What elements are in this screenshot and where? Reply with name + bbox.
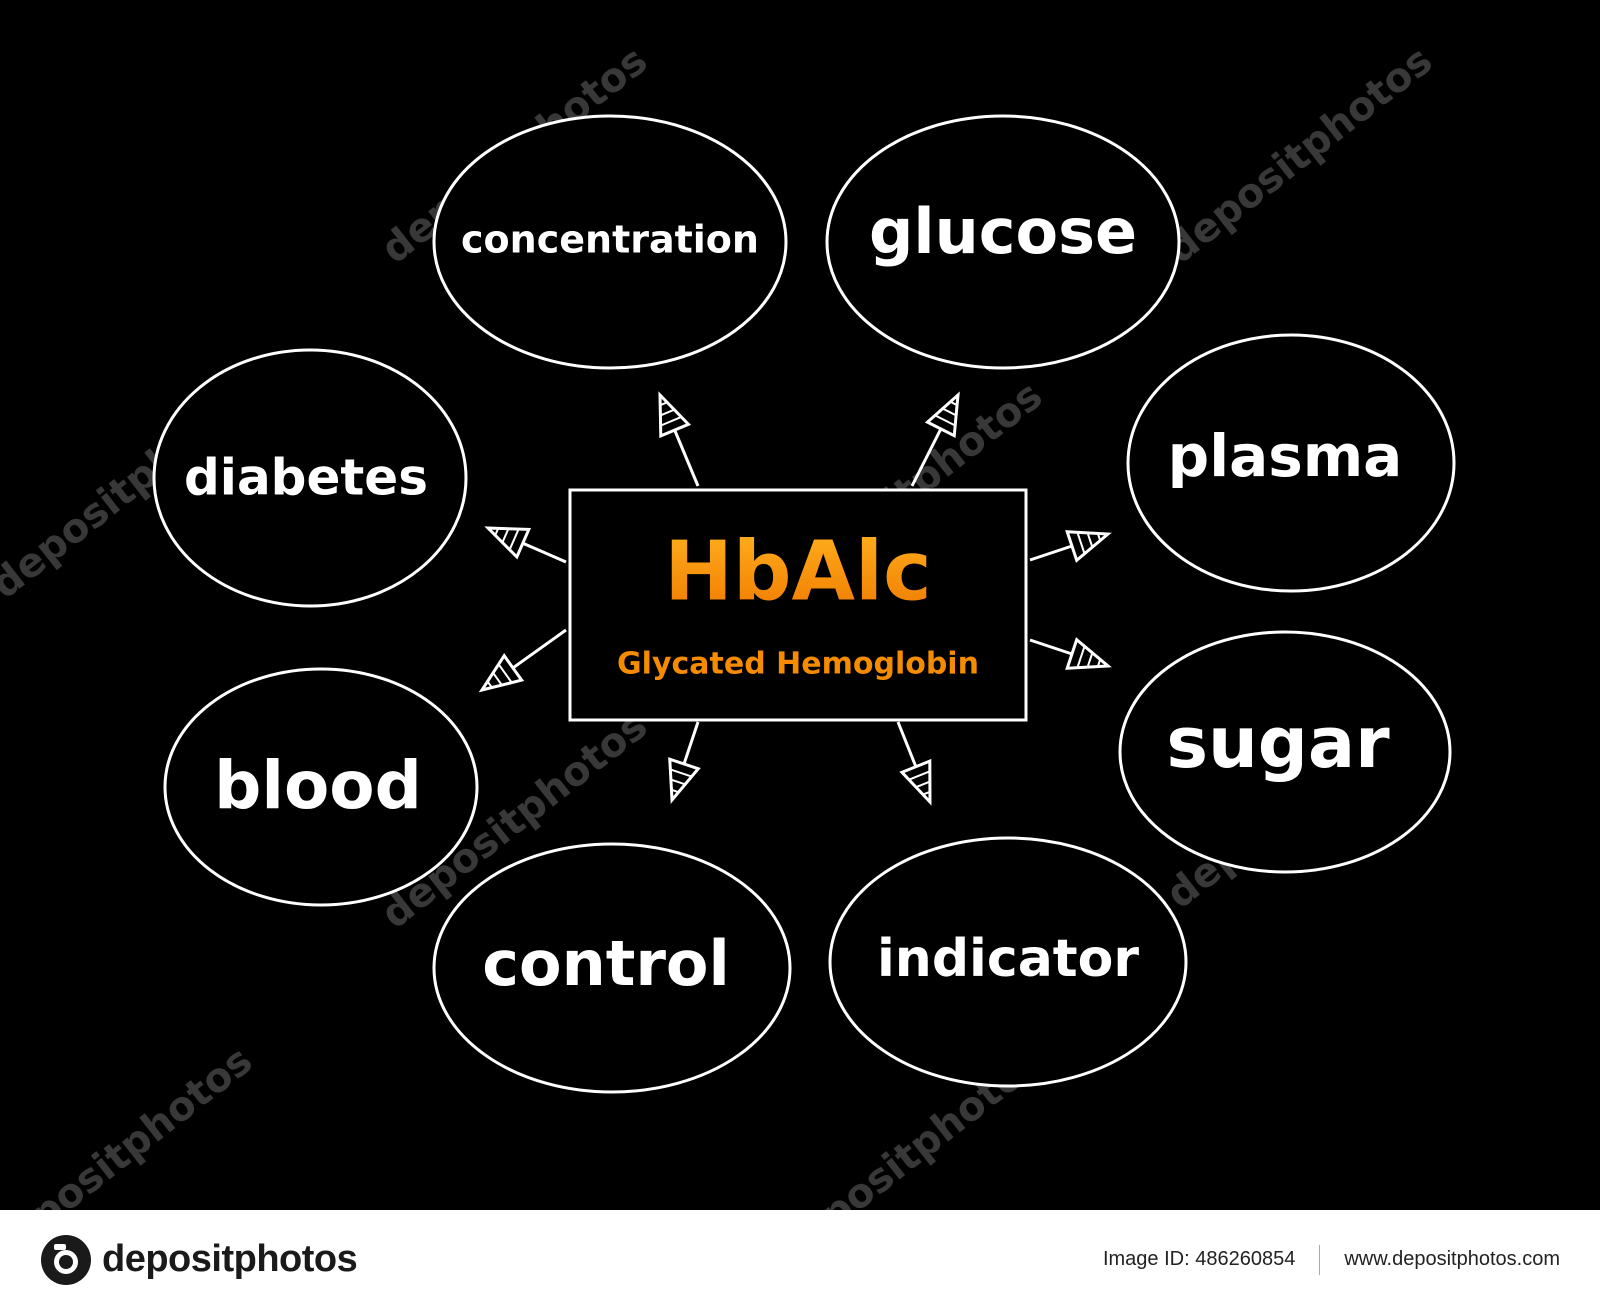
node-ellipse — [825, 114, 1181, 370]
arrow-hatch — [934, 414, 956, 427]
node-label-blood: blood — [214, 747, 422, 824]
arrow-hatch — [1086, 652, 1094, 668]
node-diabetes: diabetes — [152, 348, 468, 608]
node-label-glucose: glucose — [869, 195, 1137, 268]
center-subtitle: Glycated Hemoglobin — [617, 647, 979, 682]
node-label-concentration: concentration — [461, 218, 759, 262]
arrow-hatch — [501, 528, 510, 543]
stock-footer: depositphotos Image ID: 486260854 www.de… — [0, 1210, 1600, 1309]
mind-map-diagram: depositphotos depositphotos depositphoto… — [0, 37, 1456, 1210]
arrow-hatch — [1076, 532, 1086, 555]
arrow-to-glucose — [910, 391, 960, 487]
arrow-to-sugar — [1029, 637, 1112, 670]
arrow-hatch — [486, 680, 493, 689]
arrow-to-blood — [478, 628, 567, 693]
node-ellipse — [432, 842, 792, 1094]
node-indicator: indicator — [828, 836, 1188, 1088]
arrow-hatch — [494, 527, 500, 536]
arrow-hatch — [1096, 659, 1102, 667]
arrow-hatch — [1076, 645, 1086, 668]
footer-separator — [1319, 1244, 1321, 1275]
node-ellipse — [152, 348, 468, 608]
center-title: HbAlc — [664, 524, 932, 619]
node-concentration: concentration — [432, 114, 788, 370]
footer-meta: Image ID: 486260854 www.depositphotos.co… — [1102, 1244, 1560, 1275]
arrow-hatch — [908, 770, 931, 781]
arrow-hatch — [670, 778, 686, 786]
node-ellipse — [163, 667, 479, 907]
node-ellipse — [1126, 333, 1456, 593]
arrow-to-plasma — [1029, 530, 1112, 563]
node-label-diabetes: diabetes — [184, 449, 428, 507]
arrow-hatch — [915, 780, 931, 789]
node-glucose: glucose — [825, 114, 1181, 370]
node-control: control — [432, 842, 792, 1094]
outer-nodes: concentration glucose diabetes plasma bl… — [152, 114, 1456, 1094]
node-label-sugar: sugar — [1166, 702, 1390, 784]
node-ellipse — [828, 836, 1188, 1088]
node-label-control: control — [482, 927, 730, 1000]
arrow-hatch — [1096, 533, 1102, 541]
watermark-text: depositphotos — [1158, 37, 1441, 272]
arrow-head — [484, 526, 532, 560]
arrow-hatch — [671, 788, 679, 794]
arrow-hatch — [660, 416, 682, 427]
arrow-hatch — [497, 663, 513, 684]
footer-image-id: Image ID: 486260854 — [1102, 1248, 1296, 1270]
arrow-to-diabetes — [484, 526, 567, 564]
arrow-to-control — [668, 721, 701, 804]
arrow-hatch — [492, 672, 503, 686]
node-ellipse — [432, 114, 788, 370]
footer-site-link[interactable]: www.depositphotos.com — [1344, 1248, 1560, 1270]
arrow-head — [899, 758, 932, 806]
node-ellipse — [1118, 630, 1452, 874]
node-label-indicator: indicator — [877, 929, 1139, 989]
arrow-hatch — [660, 408, 675, 417]
arrow-hatch — [670, 768, 693, 778]
node-plasma: plasma — [1126, 333, 1456, 593]
arrow-hatch — [659, 401, 668, 407]
connector-arrows — [478, 391, 1112, 806]
arrow-head — [658, 391, 692, 439]
arrow-to-indicator — [896, 721, 932, 806]
center-node: HbAlc Glycated Hemoglobin — [568, 488, 1028, 722]
camera-logo-icon — [41, 1234, 91, 1285]
arrow-hatch — [942, 407, 957, 417]
arrow-hatch — [508, 528, 520, 551]
footer-logo: depositphotos — [40, 1234, 358, 1286]
node-blood: blood — [163, 667, 479, 907]
arrow-hatch — [949, 400, 958, 407]
arrow-head — [668, 757, 701, 804]
watermark-text: depositphotos — [0, 1037, 261, 1210]
footer-brand: depositphotos — [102, 1238, 358, 1280]
arrow-to-concentration — [658, 391, 700, 487]
node-sugar: sugar — [1118, 630, 1452, 874]
node-label-plasma: plasma — [1168, 422, 1403, 490]
arrow-hatch — [1086, 532, 1094, 548]
arrow-head — [924, 391, 960, 439]
arrow-hatch — [922, 790, 931, 796]
center-box — [568, 488, 1028, 722]
